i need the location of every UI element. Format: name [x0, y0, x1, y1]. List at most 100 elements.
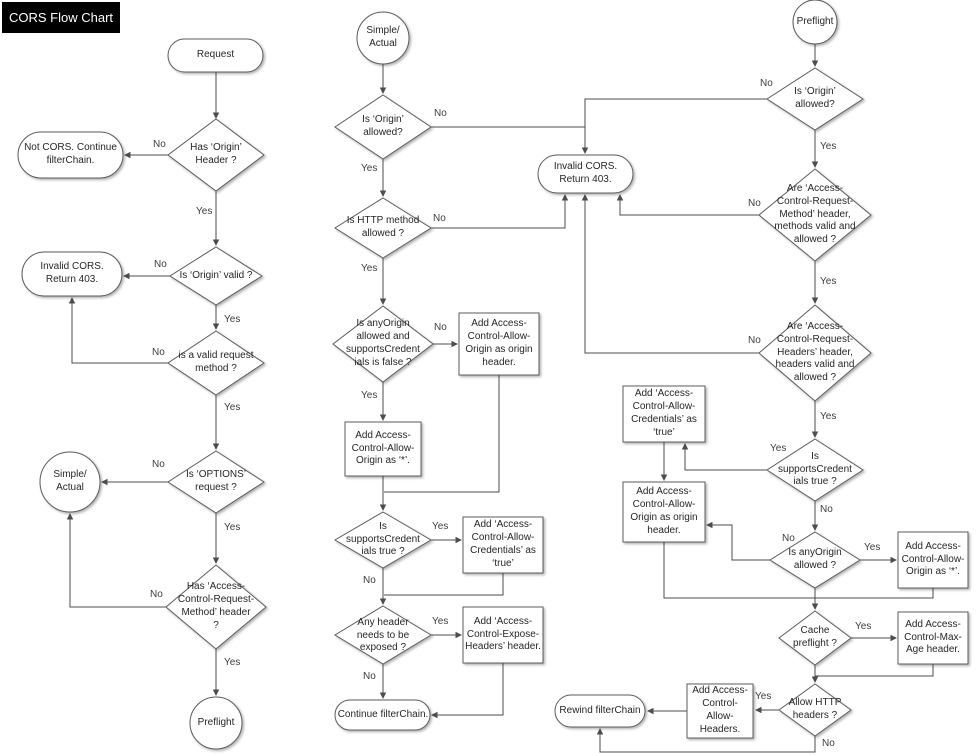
- edge-label-no: No: [434, 322, 447, 333]
- is-anyorigin-no-credentials-label: Is anyOrigin allowed and supportsCredent…: [346, 318, 420, 368]
- edge-label-yes: Yes: [224, 522, 241, 533]
- flow-edge: [431, 663, 504, 719]
- edge-label-yes: Yes: [770, 443, 787, 454]
- add-max-age-label: Add Access- Control-Max- Age header.: [904, 618, 962, 656]
- flow-edge: [384, 375, 500, 493]
- flow-edge: [815, 588, 934, 599]
- is-origin-allowed-right-node: [766, 67, 864, 131]
- flow-edge: [681, 443, 767, 471]
- add-origin-star-right-node: [897, 531, 969, 589]
- is-supports-credentials-right-node: [766, 438, 864, 502]
- edge-label-no: No: [433, 213, 446, 224]
- is-valid-request-method-node: [167, 330, 265, 396]
- add-credentials-right-node: [622, 385, 706, 443]
- edge-label-yes: Yes: [224, 402, 241, 413]
- add-origin-header-mid-label: Add Access- Control-Allow- Origin as ori…: [465, 318, 533, 368]
- edge-label-yes: Yes: [820, 141, 837, 152]
- has-origin-header-label: Has ‘Origin’ Header ?: [190, 142, 242, 166]
- cache-preflight-node: [778, 610, 852, 666]
- edge-label-no: No: [152, 459, 165, 470]
- is-origin-allowed-mid-label: Is ‘Origin’ allowed?: [362, 114, 404, 138]
- continue-filterchain-label: Continue filterChain.: [337, 708, 429, 720]
- add-origin-star-mid-node: [344, 421, 422, 477]
- are-acrm-valid-node: [758, 168, 872, 262]
- are-acrh-valid-node: [758, 304, 872, 402]
- invalid-cors-mid-label: Invalid CORS. Return 403.: [553, 161, 618, 185]
- edge-label-yes: Yes: [855, 621, 872, 632]
- allow-http-headers-label: Allow HTTP headers ?: [788, 697, 842, 721]
- flow-edge: [68, 297, 168, 364]
- has-acrm-header-label: Has ‘Access- Control-Request- Method’ he…: [177, 581, 255, 631]
- add-allow-headers-node: [686, 683, 754, 739]
- add-origin-header-right-node: [622, 481, 706, 543]
- add-origin-header-right-label: Add Access- Control-Allow- Origin as ori…: [630, 486, 698, 536]
- are-acrh-valid-label: Are ‘Access- Control-Request- Headers’ h…: [775, 321, 855, 384]
- edge-label-yes: Yes: [361, 263, 378, 274]
- add-credentials-right-label: Add ‘Access- Control-Allow- Credentials’…: [631, 388, 697, 438]
- edge-label-yes: Yes: [432, 521, 449, 532]
- edge-label-no: No: [150, 589, 163, 600]
- edge-label-no: No: [434, 108, 447, 119]
- chart-title: CORS Flow Chart: [2, 2, 120, 33]
- continue-filterchain-node: [334, 699, 431, 731]
- edge-label-no: No: [748, 198, 761, 209]
- is-valid-request-method-label: is a valid request method ?: [178, 350, 254, 374]
- invalid-cors-left-node: [21, 251, 123, 297]
- flow-edge: [596, 728, 816, 753]
- simple-actual-mid-label: Simple/ Actual: [366, 25, 400, 49]
- edge-label-yes: Yes: [361, 163, 378, 174]
- preflight-right-label: Preflight: [796, 15, 834, 27]
- is-http-method-allowed-label: Is HTTP method allowed ?: [346, 215, 420, 239]
- simple-actual-left-node: [39, 451, 101, 513]
- edge-label-no: No: [822, 738, 835, 749]
- is-origin-valid-node: [169, 246, 263, 306]
- edge-label-yes: Yes: [196, 206, 213, 217]
- is-origin-allowed-right-label: Is ‘Origin’ allowed?: [794, 86, 836, 110]
- edge-label-yes: Yes: [864, 542, 881, 553]
- invalid-cors-mid-node: [537, 154, 634, 194]
- rewind-filterchain-node: [554, 694, 646, 728]
- add-origin-star-mid-label: Add Access- Control-Allow- Origin as ‘*’…: [351, 429, 415, 467]
- is-origin-allowed-mid-node: [334, 94, 432, 160]
- edge-label-yes: Yes: [432, 616, 449, 627]
- edge-label-no: No: [154, 259, 167, 270]
- simple-actual-mid-node: [356, 11, 410, 65]
- preflight-left-label: Preflight: [197, 716, 235, 728]
- edge-label-yes: Yes: [820, 411, 837, 422]
- request-label: Request: [196, 49, 235, 61]
- add-credentials-mid-node: [462, 516, 544, 574]
- add-max-age-node: [897, 611, 969, 665]
- flow-edge: [66, 513, 166, 608]
- is-anyorigin-allowed-node: [769, 531, 861, 589]
- has-acrm-header-node: [165, 564, 267, 650]
- is-supports-credentials-mid-node: [334, 511, 432, 569]
- flow-edge: [616, 194, 759, 216]
- are-acrm-valid-label: Are ‘Access- Control-Request- Method’ he…: [774, 183, 856, 246]
- is-options-request-node: [167, 450, 265, 514]
- is-supports-credentials-right-label: Is supportsCredent ials true ?: [778, 450, 852, 488]
- invalid-cors-left-label: Invalid CORS. Return 403.: [40, 261, 104, 285]
- edge-label-no: No: [363, 575, 376, 586]
- has-origin-header-node: [167, 118, 265, 192]
- is-origin-valid-label: Is ‘Origin’ valid ?: [179, 269, 253, 281]
- any-header-exposed-label: Any header needs to be exposed ?: [356, 616, 410, 654]
- rewind-filterchain-label: Rewind filterChain: [559, 704, 641, 716]
- flow-edge: [706, 521, 770, 561]
- is-supports-credentials-mid-label: Is supportsCredent ials true ?: [346, 520, 420, 558]
- add-expose-headers-node: [462, 606, 544, 664]
- flow-edge: [815, 664, 934, 677]
- add-expose-headers-label: Add ‘Access- Control-Expose- Headers’ he…: [465, 615, 541, 653]
- add-origin-header-mid-node: [458, 312, 540, 376]
- request-node: [167, 38, 264, 73]
- is-anyorigin-no-credentials-node: [332, 305, 434, 383]
- edge-label-yes: Yes: [224, 314, 241, 325]
- edge-label-yes: Yes: [820, 276, 837, 287]
- is-anyorigin-allowed-label: Is anyOrigin allowed ?: [788, 547, 842, 571]
- preflight-left-node: [189, 696, 243, 750]
- is-options-request-label: Is ‘OPTIONS’ request ?: [185, 469, 246, 493]
- flow-edge: [431, 194, 569, 229]
- edge-label-no: No: [748, 335, 761, 346]
- add-allow-headers-label: Add Access- Control- Allow- Headers.: [692, 685, 748, 735]
